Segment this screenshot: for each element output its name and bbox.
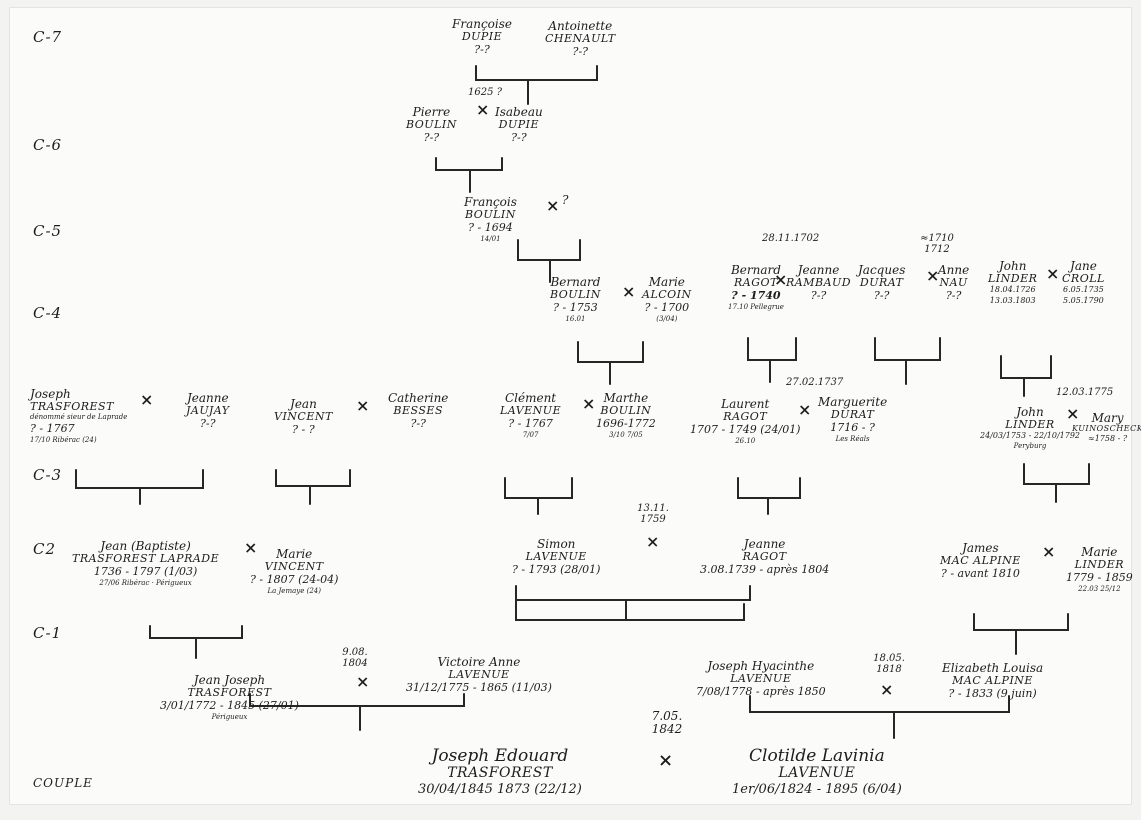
marriage-marker: × — [476, 100, 490, 119]
person-john-linder: John LINDER 18.04.1726 13.03.1803 — [988, 259, 1038, 305]
link-vincent — [275, 469, 351, 505]
person-marie-alcoin: Marie ALCOIN ? - 1700 (3/04) — [642, 275, 692, 323]
marriage-marker: × — [356, 672, 370, 691]
marriage-marker: × — [658, 750, 674, 771]
person-mary-kuinoscheck: Mary KUINOSCHECK ≈1758 - ? — [1072, 411, 1141, 443]
marriage-date-linder-kuinoscheck: 12.03.1775 — [1056, 387, 1114, 398]
link-clement — [504, 477, 573, 515]
person-pierre-boulin: Pierre BOULIN ?-? — [406, 105, 457, 145]
person-francois-boulin: François BOULIN ? - 1694 14/01 — [464, 195, 517, 243]
marriage-marker: × — [622, 282, 636, 301]
person-antoinette-chenault: Antoinette CHENAULT ?-? — [545, 19, 616, 59]
person-jacques-durat: Jacques DURAT ?-? — [858, 263, 906, 303]
genealogy-sheet: C-7 C-6 C-5 C-4 C-3 C2 C-1 COUPLE Franço… — [10, 8, 1141, 804]
person-marguerite-durat: Marguerite DURAT 1716 - ? Les Réals — [818, 395, 888, 443]
person-catherine-besses: Catherine BESSES ?-? — [388, 391, 449, 431]
person-john-linder-jr: John LINDER 24/03/1753 - 22/10/1792 Pery… — [980, 405, 1081, 450]
person-jeanne-rambaud: Jeanne RAMBAUD ?-? — [786, 263, 852, 303]
marriage-date-c6: 1625 ? — [468, 87, 502, 98]
gen-label-c6: C-6 — [33, 136, 63, 154]
tree-connectors — [75, 65, 1090, 739]
marriage-marker: × — [140, 390, 154, 409]
marriage-marker: × — [926, 266, 940, 285]
person-marthe-boulin: Marthe BOULIN 1696-1772 3/10 7/05 — [596, 391, 656, 439]
marriage-marker: × — [356, 396, 370, 415]
link-laurent — [737, 477, 801, 515]
marriage-marker: × — [646, 532, 660, 551]
person-bernard-boulin: Bernard BOULIN ? - 1753 16.01 — [550, 275, 601, 323]
marriage-date-ragot-durat: 27.02.1737 — [786, 377, 844, 388]
person-joseph-edouard-trasforest: Joseph Edouard TRASFOREST 30/04/1845 187… — [418, 746, 582, 797]
person-marie-linder: Marie LINDER 1779 - 1859 22.03 25/12 — [1066, 545, 1133, 593]
person-jeanne-jaujay: Jeanne JAUJAY ?-? — [186, 391, 230, 431]
gen-label-c3: C-3 — [33, 466, 63, 484]
link-c1-left — [249, 693, 465, 731]
marriage-date-jean-joseph: 9.08. 1804 — [342, 647, 368, 669]
person-clotilde-lavinia-lavenue: Clotilde Lavinia LAVENUE 1er/06/1824 - 1… — [732, 746, 902, 797]
gen-label-c7: C-7 — [33, 28, 63, 46]
link-ragot — [747, 337, 797, 383]
person-elizabeth-louisa-mac-alpine: Elizabeth Louisa MAC ALPINE ? - 1833 (9 … — [942, 661, 1044, 701]
gen-label-c1: C-1 — [33, 624, 63, 642]
person-james-mac-alpine: James MAC ALPINE ? - avant 1810 — [940, 541, 1021, 581]
marriage-marker: × — [774, 270, 788, 289]
person-marie-vincent: Marie VINCENT ? - 1807 (24-04) La Jemaye… — [250, 547, 339, 595]
person-simon-lavenue: Simon LAVENUE ? - 1793 (28/01) — [512, 537, 601, 577]
link-linder — [1000, 355, 1052, 397]
link-c2-left — [149, 625, 243, 659]
person-francoise-dupie: Françoise DUPIE ?-? — [452, 17, 512, 57]
link-kuinoscheck — [1023, 463, 1090, 503]
marriage-date-couple: 7.05. 1842 — [651, 709, 683, 736]
gen-label-c4: C-4 — [33, 304, 63, 322]
person-anne-nau: Anne NAU ?-? — [938, 263, 970, 303]
person-isabeau-dupie: Isabeau DUPIE ?-? — [495, 105, 543, 145]
marriage-date-durat-nau: ≈1710 1712 — [920, 233, 954, 255]
link-bernard — [577, 341, 644, 385]
marriage-marker: × — [244, 538, 258, 557]
person-clement-lavenue: Clément LAVENUE ? - 1767 7/07 — [500, 391, 562, 439]
link-c6 — [435, 157, 503, 193]
gen-label-couple: COUPLE — [33, 776, 93, 790]
link-c2-mid — [515, 585, 751, 621]
link-c7 — [475, 65, 598, 105]
link-c5 — [517, 239, 581, 283]
marriage-marker: × — [1046, 264, 1060, 283]
link-durat — [874, 337, 941, 385]
person-victoire-anne-lavenue: Victoire Anne LAVENUE 31/12/1775 - 1865 … — [406, 655, 552, 695]
gen-label-c5: C-5 — [33, 222, 63, 240]
link-trasforest — [75, 469, 204, 505]
marriage-marker: × — [1042, 542, 1056, 561]
person-jeanne-ragot: Jeanne RAGOT 3.08.1739 - après 1804 — [700, 537, 830, 577]
person-joseph-trasforest: Joseph TRASFOREST dénommé sieur de Lapra… — [30, 387, 128, 445]
marriage-marker: × — [798, 400, 812, 419]
person-jean-vincent: Jean VINCENT ? - ? — [274, 397, 333, 437]
marriage-date-simon-jeanne: 13.11. 1759 — [637, 503, 669, 525]
link-c2-right — [973, 613, 1069, 655]
person-laurent-ragot: Laurent RAGOT 1707 - 1749 (24/01) 26.10 — [690, 397, 801, 445]
person-joseph-hyacinthe-lavenue: Joseph Hyacinthe LAVENUE 7/08/1778 - apr… — [696, 659, 826, 699]
marriage-date-ragot-rambaud: 28.11.1702 — [762, 233, 820, 244]
person-bernard-ragot: Bernard RAGOT ? - 1740 17.10 Pellegrue — [728, 263, 784, 311]
marriage-marker: × — [880, 680, 894, 699]
marriage-marker: × — [546, 196, 560, 215]
marriage-date-hyacinthe: 18.05. 1818 — [873, 653, 905, 675]
gen-label-c2: C2 — [33, 540, 57, 558]
marriage-marker: × — [582, 394, 596, 413]
person-jean-baptiste-trasforest: Jean (Baptiste) TRASFOREST LAPRADE 1736 … — [72, 539, 220, 587]
marriage-marker: × — [1066, 404, 1080, 423]
person-jean-joseph-trasforest: Jean Joseph TRASFOREST 3/01/1772 - 1845 … — [160, 673, 299, 721]
person-jane-croll: Jane CROLL 6.05.1735 5.05.1790 — [1062, 259, 1105, 305]
link-c1-right — [749, 695, 1010, 739]
person-unknown-spouse: ? — [562, 193, 569, 207]
